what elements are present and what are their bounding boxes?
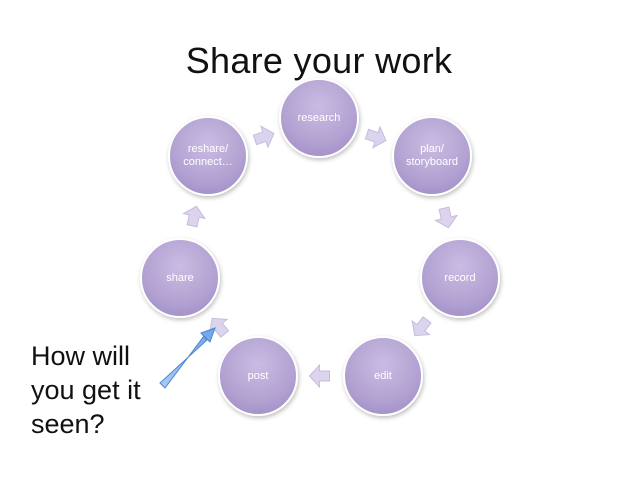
question-text: How will you get it seen? (31, 341, 141, 439)
cycle-node-label: record (444, 271, 476, 284)
cycle-node-label: research (297, 111, 341, 124)
cycle-arrow (411, 316, 432, 337)
cycle-arrow (252, 125, 275, 149)
cycle-node-label: post (247, 369, 269, 382)
cycle-node-3 (343, 336, 423, 416)
cycle-arrow (182, 205, 207, 228)
cycle-arrow (364, 125, 387, 149)
cycle-node-5 (140, 238, 220, 318)
cycle-arrow (434, 206, 459, 229)
cycle-node-label: reshare/ connect… (183, 143, 233, 168)
slide-title: Share your work (185, 40, 453, 81)
cycle-node-label: share (166, 271, 194, 284)
cycle-arrow (308, 363, 330, 389)
callout-arrow (159, 327, 216, 389)
cycle-node-6 (168, 116, 248, 196)
cycle-node-1 (392, 116, 472, 196)
cycle-node-0 (279, 78, 359, 158)
cycle-node-label: edit (374, 369, 392, 382)
cycle-node-4 (218, 336, 298, 416)
cycle-node-2 (420, 238, 500, 318)
cycle-node-label: plan/ storyboard (406, 143, 458, 168)
